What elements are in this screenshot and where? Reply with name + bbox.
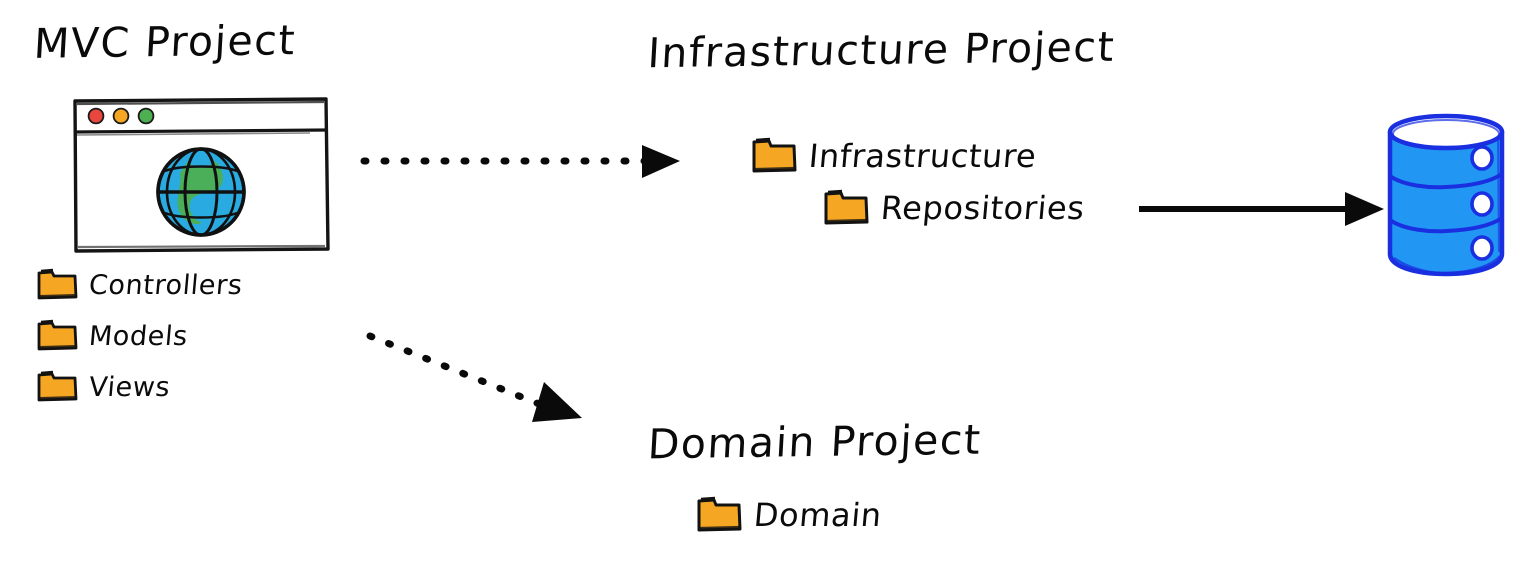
list-item-label: Models <box>87 320 190 352</box>
folder-icon <box>34 367 80 407</box>
list-item-label: Repositories <box>879 189 1087 227</box>
mvc-to-domain-arrow <box>362 326 622 440</box>
database-icon <box>1378 108 1514 280</box>
disk-indicator-icon <box>1470 191 1494 217</box>
browser-window-illustration <box>70 95 332 255</box>
list-item-label: Infrastructure <box>807 137 1039 175</box>
list-item[interactable]: Domain <box>693 492 884 538</box>
folder-icon <box>820 185 872 231</box>
domain-project-title: Domain Project <box>646 415 983 469</box>
folder-icon <box>34 316 80 356</box>
mvc-to-infrastructure-arrow <box>360 138 690 188</box>
list-item-label: Views <box>87 371 172 403</box>
list-item-label: Controllers <box>87 269 244 301</box>
folder-icon <box>748 133 800 179</box>
infrastructure-project-title: Infrastructure Project <box>646 22 1117 78</box>
close-dot-icon <box>87 107 105 125</box>
folder-icon <box>34 265 80 305</box>
list-item[interactable]: Controllers <box>34 265 244 305</box>
list-item[interactable]: Views <box>34 367 242 407</box>
mvc-folder-list: Controllers Models Views <box>34 265 244 407</box>
folder-icon <box>693 492 745 538</box>
globe-icon <box>156 147 246 237</box>
list-item[interactable]: Infrastructure <box>748 133 1039 179</box>
list-item[interactable]: Repositories <box>820 185 1087 231</box>
list-item-label: Domain <box>752 496 884 534</box>
disk-indicator-icon <box>1470 145 1494 171</box>
minimize-dot-icon <box>112 107 130 125</box>
list-item[interactable]: Models <box>34 316 242 356</box>
disk-indicator-icon <box>1470 235 1494 261</box>
mvc-project-title: MVC Project <box>32 16 298 68</box>
repositories-to-database-arrow <box>1139 186 1390 236</box>
browser-frame-icon <box>73 97 330 253</box>
maximize-dot-icon <box>137 107 155 125</box>
